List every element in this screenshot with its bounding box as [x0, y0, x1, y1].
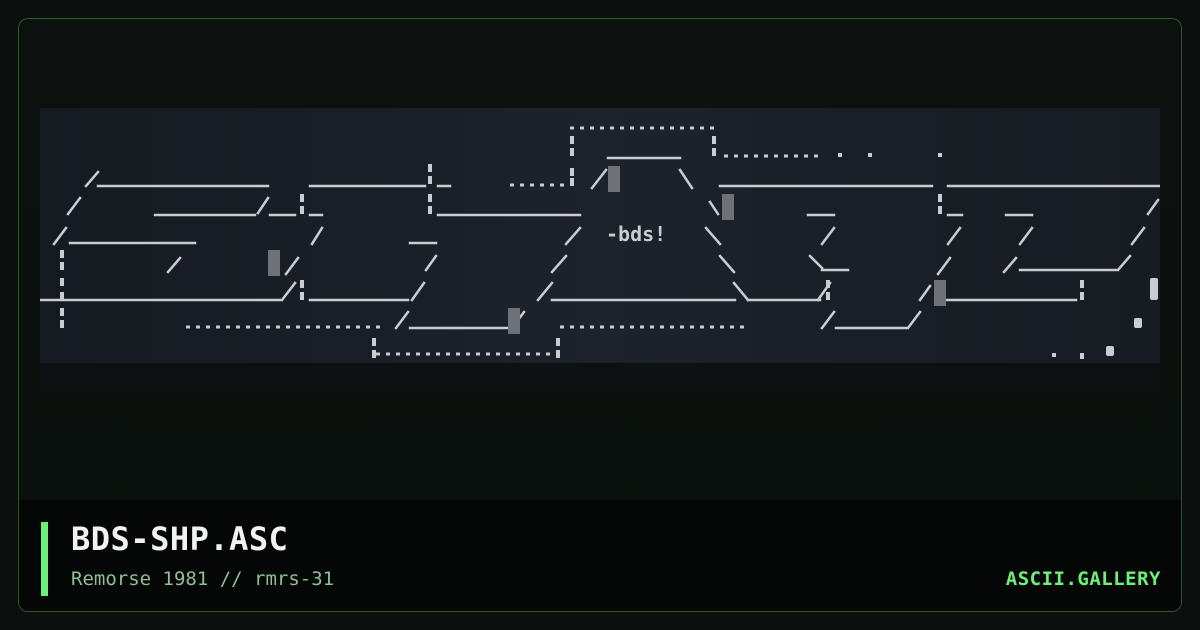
artwork-tag-text: -bds! — [606, 222, 666, 246]
site-name-link[interactable]: ASCII.GALLERY — [1005, 568, 1161, 590]
file-title: BDS-SHP.ASC — [71, 520, 289, 558]
accent-bar — [41, 522, 48, 596]
ascii-artwork: -bds! — [40, 108, 1160, 392]
artwork-bottom-strip — [40, 363, 1160, 392]
ascii-artwork-canvas: -bds! — [40, 126, 1160, 359]
preview-card: -bds! BDS-SHP.ASC Remorse 1981 // rmrs-3… — [18, 18, 1182, 612]
file-subtitle: Remorse 1981 // rmrs-31 — [71, 568, 335, 590]
info-footer: BDS-SHP.ASC Remorse 1981 // rmrs-31 ASCI… — [19, 500, 1181, 611]
